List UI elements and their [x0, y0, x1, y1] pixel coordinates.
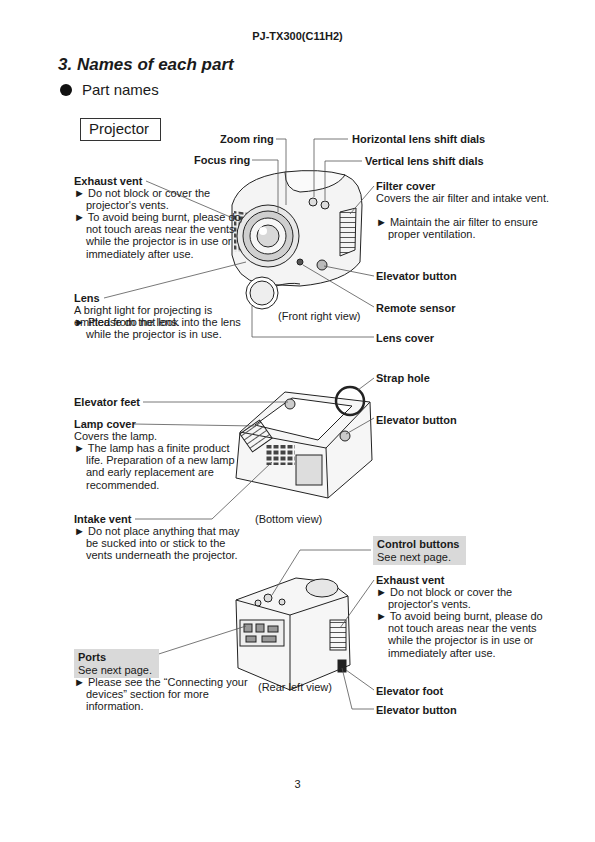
- part-name: Elevator button: [376, 414, 457, 426]
- heading-box: Projector: [80, 118, 161, 141]
- note-text: ► Do not block or cover the projector's …: [376, 586, 550, 610]
- section-title: 3. Names of each part: [58, 55, 234, 75]
- view-caption: (Bottom view): [255, 513, 322, 525]
- box-text: Projector: [89, 121, 152, 138]
- part-name: Intake vent: [74, 513, 131, 525]
- projector-rear-view: [236, 578, 350, 690]
- part-name: Zoom ring: [220, 133, 274, 145]
- description-text: Covers the lamp.: [74, 430, 157, 442]
- part-name: Lens cover: [376, 332, 434, 344]
- part-name: Lamp cover: [74, 418, 136, 430]
- note-text: ► The lamp has a finite product life. Pr…: [74, 442, 244, 491]
- note-text: ► To avoid being burnt, please do not to…: [74, 211, 244, 260]
- note-text: ► Please see the “Connecting your device…: [74, 676, 256, 713]
- box-text: See next page.: [78, 664, 155, 677]
- note-text: ► Do not block or cover the projector's …: [74, 187, 244, 211]
- note-box: Control buttonsSee next page.: [373, 536, 466, 565]
- page-header: PJ-TX300(C11H2): [0, 30, 595, 42]
- part-name: Elevator foot: [376, 685, 443, 697]
- part-name: Vertical lens shift dials: [365, 155, 484, 167]
- part-name: Filter cover: [376, 180, 435, 192]
- part-name: Exhaust vent: [376, 574, 444, 586]
- box-heading: Control buttons: [377, 538, 462, 551]
- part-name: Elevator feet: [74, 396, 140, 408]
- note-box: PortsSee next page.: [74, 649, 159, 678]
- part-name: Elevator button: [376, 270, 457, 282]
- part-name: Elevator button: [376, 704, 457, 716]
- projector-bottom-view: [236, 387, 372, 498]
- part-name: Strap hole: [376, 372, 430, 384]
- view-caption: (Front right view): [278, 310, 361, 322]
- page-number: 3: [0, 778, 595, 790]
- part-name: Horizontal lens shift dials: [352, 133, 485, 145]
- description-text: Covers the air filter and intake vent.: [376, 192, 551, 204]
- part-name: Exhaust vent: [74, 175, 142, 187]
- part-name: Focus ring: [194, 154, 250, 166]
- part-name: Lens: [74, 292, 100, 304]
- note-text: ► Do not place anything that may be suck…: [74, 525, 251, 562]
- note-text: ► Please do not look into the lens while…: [74, 316, 248, 340]
- box-heading: Ports: [78, 651, 155, 664]
- note-text: ► To avoid being burnt, please do not to…: [376, 610, 550, 659]
- section-subtitle: Part names: [82, 81, 159, 99]
- part-name: Remote sensor: [376, 302, 455, 314]
- note-text: ► Maintain the air filter to ensure prop…: [376, 216, 548, 240]
- view-caption: (Rear left view): [258, 681, 332, 693]
- bullet-dot: [60, 84, 72, 96]
- box-text: See next page.: [377, 551, 462, 564]
